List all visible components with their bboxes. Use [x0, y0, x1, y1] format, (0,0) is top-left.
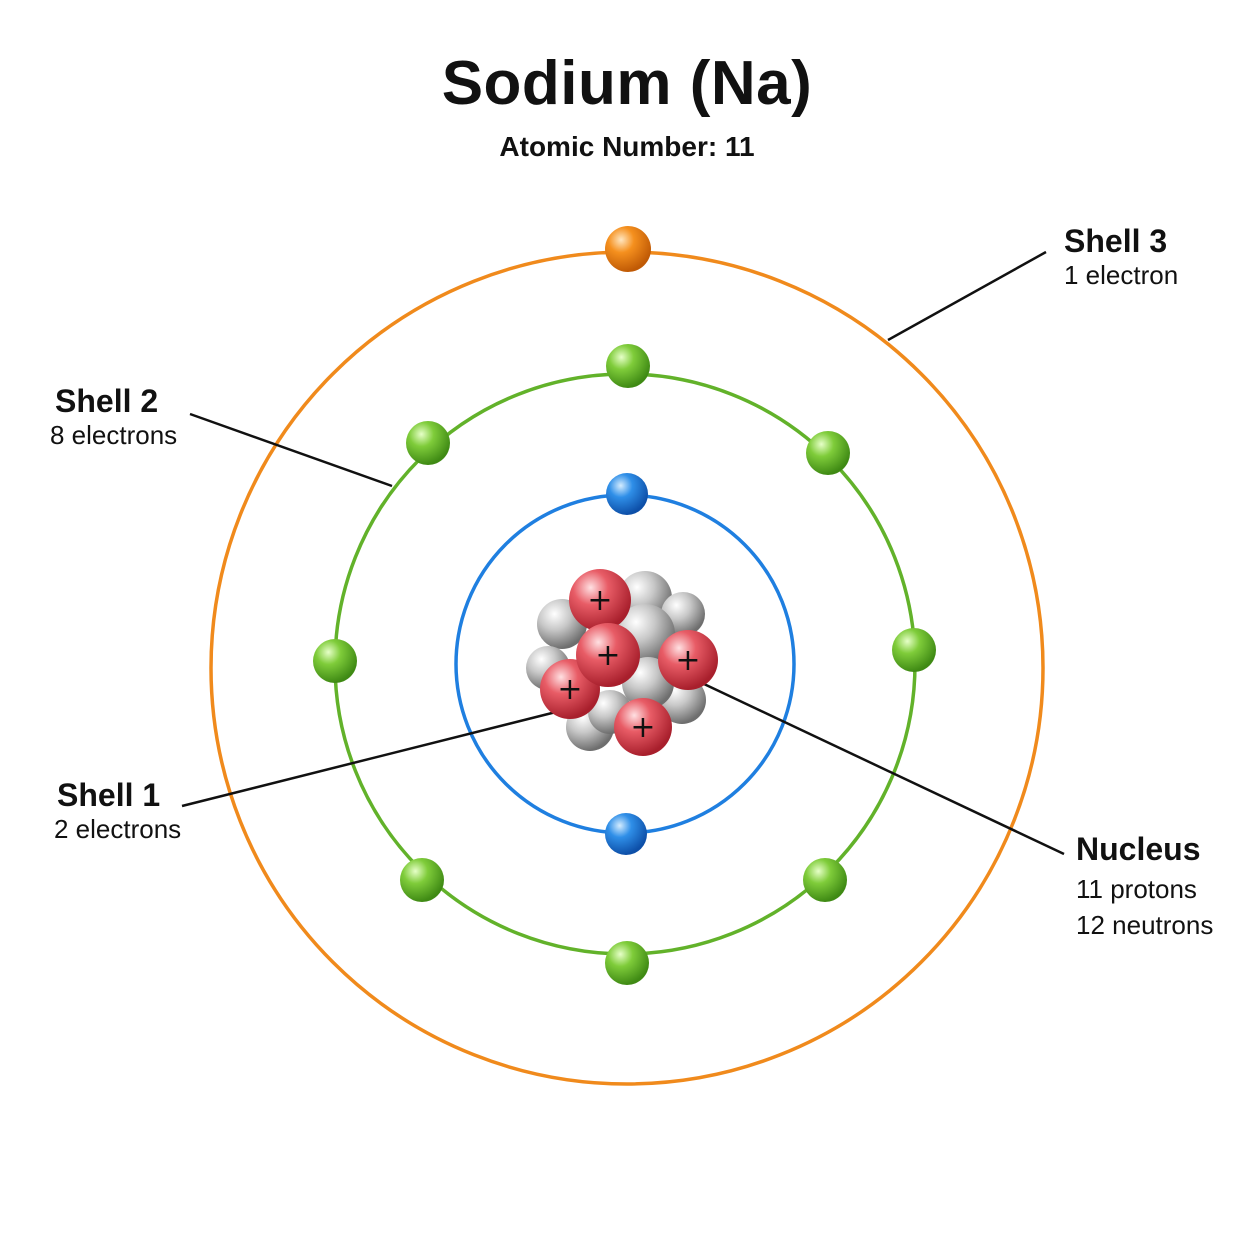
proton	[569, 569, 631, 631]
nucleus-protons: 11 protons	[1076, 874, 1197, 905]
shell2-electron	[605, 941, 649, 985]
shell2-label: Shell 2 8 electrons	[50, 382, 177, 452]
shell1-leader-line	[181, 710, 557, 808]
shell2-electron	[803, 858, 847, 902]
shell2-title: Shell 2	[55, 383, 159, 419]
shell1-electron	[605, 813, 647, 855]
nucleus-title: Nucleus	[1076, 831, 1201, 867]
shell1-detail: 2 electrons	[54, 814, 182, 845]
shell2-electron	[806, 431, 850, 475]
shell2-leader-line	[189, 412, 393, 488]
shell3-leader-line	[887, 250, 1047, 342]
shell1-title: Shell 1	[57, 777, 161, 813]
proton-plus-sign: +	[675, 643, 700, 678]
proton	[658, 630, 718, 690]
nucleus-label: Nucleus 11 protons 12 neutrons	[1076, 830, 1213, 941]
proton	[614, 698, 672, 756]
shell1-label: Shell 1 2 electrons	[54, 776, 181, 846]
shell1-electron	[606, 473, 648, 515]
shell3-title: Shell 3	[1064, 223, 1168, 259]
shell2-electron	[400, 858, 444, 902]
proton-plus-sign: +	[595, 638, 620, 673]
shell2-electron	[313, 639, 357, 683]
nucleus-neutrons: 12 neutrons	[1076, 909, 1214, 940]
shell2-electron	[892, 628, 936, 672]
nucleus: + + + + +	[526, 569, 718, 756]
nucleus-leader-line	[703, 682, 1065, 856]
shell2-detail: 8 electrons	[50, 420, 178, 451]
proton	[576, 623, 640, 687]
diagram-title: Sodium (Na)	[441, 49, 813, 118]
shell3-label: Shell 3 1 electron	[1064, 222, 1178, 292]
proton-plus-sign: +	[587, 583, 612, 618]
shell3-detail: 1 electron	[1064, 260, 1179, 291]
shell2-electron	[606, 344, 650, 388]
proton-plus-sign: +	[630, 710, 655, 745]
atomic-number-subtitle: Atomic Number: 11	[499, 131, 755, 162]
shell3-electron	[605, 226, 651, 272]
proton-plus-sign: +	[557, 672, 582, 707]
shell2-electron	[406, 421, 450, 465]
